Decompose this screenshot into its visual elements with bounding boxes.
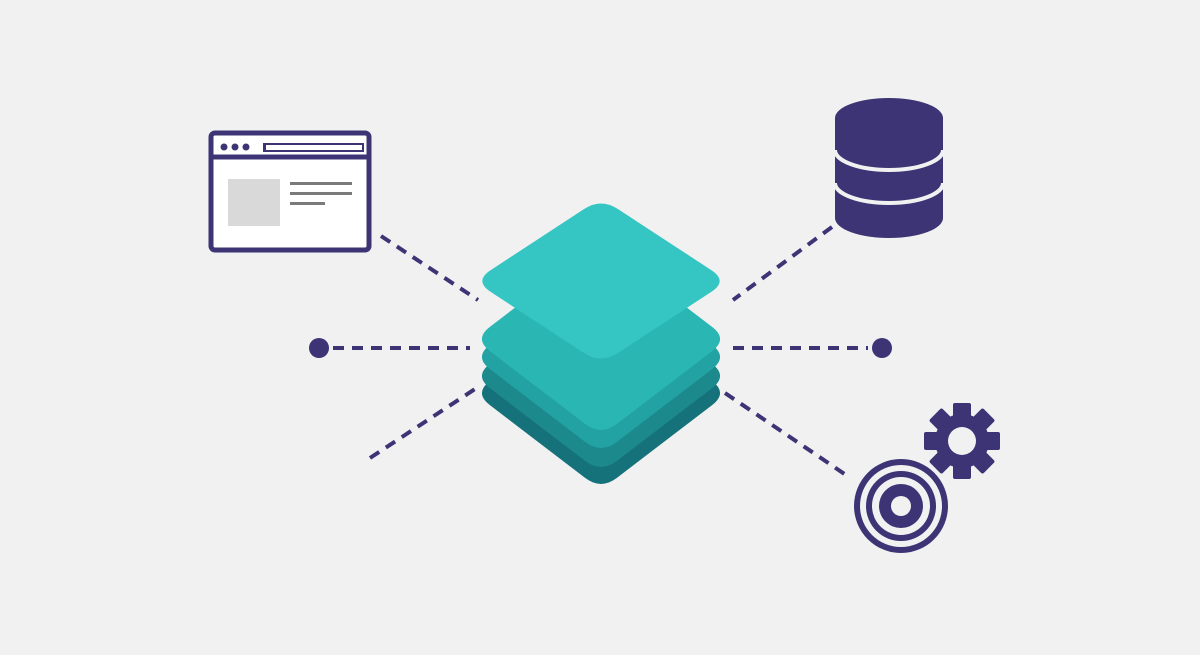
connectors bbox=[333, 225, 868, 477]
database-band-2 bbox=[833, 182, 945, 205]
left-endpoint-dot bbox=[309, 338, 329, 358]
connector-target bbox=[723, 391, 848, 477]
browser-dot-3 bbox=[242, 143, 250, 151]
browser-dot-1 bbox=[220, 143, 228, 151]
browser-address-field bbox=[266, 145, 362, 150]
browser-text-line-3 bbox=[290, 202, 325, 205]
browser-dot-2 bbox=[231, 143, 239, 151]
database-icon bbox=[833, 98, 945, 238]
browser-image-placeholder bbox=[228, 179, 280, 226]
connector-database bbox=[731, 225, 834, 302]
target-center bbox=[891, 496, 911, 516]
connector-lower-left bbox=[368, 387, 477, 460]
gear-icon bbox=[924, 403, 1000, 479]
right-endpoint-dot bbox=[872, 338, 892, 358]
browser-text-line-2 bbox=[290, 192, 352, 195]
connector-browser bbox=[379, 234, 480, 302]
browser-text-line-1 bbox=[290, 182, 352, 185]
stack-layer-5 bbox=[482, 203, 720, 359]
target-icon bbox=[854, 459, 948, 553]
browser-window-icon bbox=[208, 130, 372, 253]
stacked-layers-icon bbox=[481, 203, 721, 484]
gear-hole bbox=[948, 427, 976, 455]
database-band-1 bbox=[833, 149, 945, 172]
